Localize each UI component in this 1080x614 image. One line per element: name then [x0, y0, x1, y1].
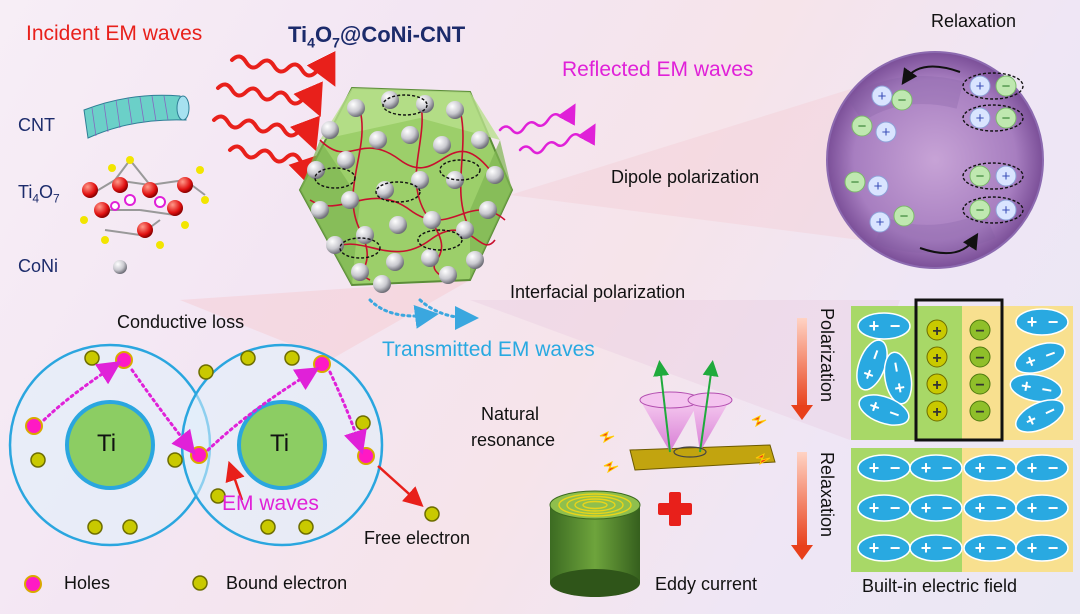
em-waves-label: EM waves: [222, 492, 319, 515]
natural-resonance-label-line2: resonance: [471, 430, 556, 450]
interfacial-polarization-label: Interfacial polarization: [510, 282, 686, 302]
conductive-loss-label: Conductive loss: [117, 312, 245, 332]
natural-resonance-diagram: [599, 360, 776, 473]
ti4o7-molecule: [80, 156, 209, 249]
title-label: Ti4O7@CoNi-CNT: [288, 22, 466, 51]
eddy-current-cylinder: [549, 490, 641, 597]
transmitted-wave-arrows: [368, 298, 479, 330]
polarization-arrow-head: [791, 405, 813, 420]
svg-text:−: −: [975, 377, 984, 394]
holes-label: Holes: [64, 573, 111, 593]
holes-legend-marker: [24, 575, 42, 593]
ti-right-label: Ti: [270, 430, 290, 457]
plus-cross-icon: [658, 492, 692, 526]
svg-text:+: +: [932, 404, 941, 421]
coni-label: CoNi: [18, 256, 59, 276]
transmitted-label: Transmitted EM waves: [382, 338, 595, 361]
reflected-label: Reflected EM waves: [562, 58, 754, 81]
svg-text:+: +: [932, 323, 941, 340]
svg-text:−: −: [975, 323, 984, 340]
incident-label: Incident EM waves: [26, 22, 203, 45]
built-in-field-panel-top: + + + + − − − −: [850, 298, 1073, 442]
cnt-label: CNT: [18, 115, 55, 135]
svg-text:−: −: [975, 350, 984, 367]
dipole-polarization-bubble: [826, 51, 1044, 269]
bound-electron-legend-marker: [192, 575, 208, 591]
cnt-tube: [83, 94, 190, 139]
built-in-field-panel-bottom: [851, 448, 1073, 572]
relaxation-arrow-shaft: [797, 452, 807, 547]
ti-left-label: Ti: [97, 430, 117, 457]
natural-resonance-label-line1: Natural: [481, 404, 540, 424]
svg-text:−: −: [975, 404, 984, 421]
beam-highlight-left: [180, 280, 470, 360]
relaxation-vertical-label: Relaxation: [817, 452, 837, 538]
eddy-current-label: Eddy current: [655, 574, 758, 594]
free-electron-label: Free electron: [364, 528, 471, 548]
incident-wave-arrows: [212, 50, 336, 188]
conductive-loss-diagram: [8, 343, 440, 547]
beam-highlight-upper: [510, 80, 880, 240]
reflected-wave-arrows: [498, 103, 596, 155]
polarization-arrow-shaft: [797, 318, 807, 408]
coni-ball: [113, 260, 127, 274]
relaxation-top-label: Relaxation: [931, 11, 1017, 31]
ti4o7-label: Ti4O7: [18, 182, 60, 206]
dipole-polarization-label: Dipole polarization: [611, 167, 760, 187]
ti4o7-coni-cnt-particle: [298, 86, 514, 293]
relaxation-arrow-head: [791, 545, 813, 560]
polarization-vertical-label: Polarization: [817, 308, 837, 403]
svg-text:+: +: [932, 377, 941, 394]
bound-electron-label: Bound electron: [226, 573, 348, 593]
svg-text:+: +: [932, 350, 941, 367]
built-in-field-label: Built-in electric field: [862, 576, 1018, 596]
